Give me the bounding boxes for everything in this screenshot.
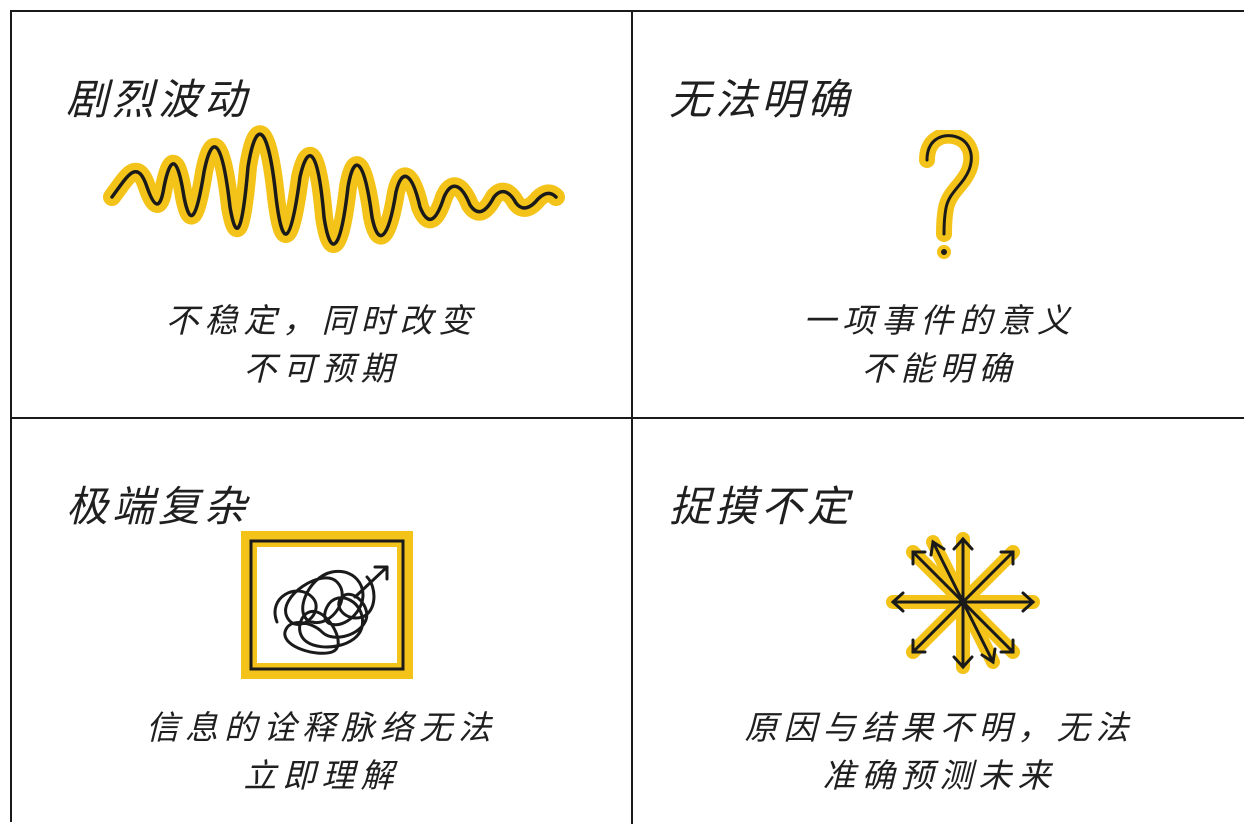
question-mark-icon — [919, 130, 980, 259]
description-line: 立即理解 — [243, 756, 400, 795]
quadrant-title: 捉摸不定 — [669, 482, 854, 531]
quadrant-title: 剧烈波动 — [66, 75, 251, 124]
wave-line-icon — [103, 125, 565, 253]
description-line: 不可预期 — [243, 349, 400, 388]
multi-arrow-burst-icon — [886, 532, 1040, 674]
description-line: 信息的诠释脉络无法 — [146, 708, 497, 747]
quadrant-description: 一项事件的意义 不能明确 — [633, 297, 1244, 393]
quadrant-ambiguity: 捉摸不定 — [633, 419, 1244, 824]
tangled-scribble-icon — [241, 531, 413, 679]
description-line: 不能明确 — [861, 349, 1018, 388]
quadrant-description: 不稳定，同时改变 不可预期 — [12, 297, 631, 393]
quadrant-grid: 剧烈波动 不稳定，同时改变 不可预期 无法明确 一项事件的意义 不能明确 极端复… — [10, 10, 1244, 824]
description-line: 原因与结果不明，无法 — [744, 708, 1135, 747]
quadrant-description: 信息的诠释脉络无法 立即理解 — [12, 704, 631, 800]
description-line: 准确预测未来 — [822, 756, 1057, 795]
quadrant-title: 无法明确 — [669, 75, 854, 124]
description-line: 一项事件的意义 — [803, 301, 1076, 340]
quadrant-complexity: 极端复杂 信息的诠释脉络无法 立即理解 — [12, 419, 631, 824]
quadrant-title: 极端复杂 — [66, 482, 251, 531]
horizontal-divider — [12, 417, 1244, 419]
quadrant-uncertainty: 无法明确 一项事件的意义 不能明确 — [633, 12, 1244, 417]
quadrant-volatility: 剧烈波动 不稳定，同时改变 不可预期 — [12, 12, 631, 417]
description-line: 不稳定，同时改变 — [165, 301, 478, 340]
quadrant-description: 原因与结果不明，无法 准确预测未来 — [633, 704, 1244, 800]
